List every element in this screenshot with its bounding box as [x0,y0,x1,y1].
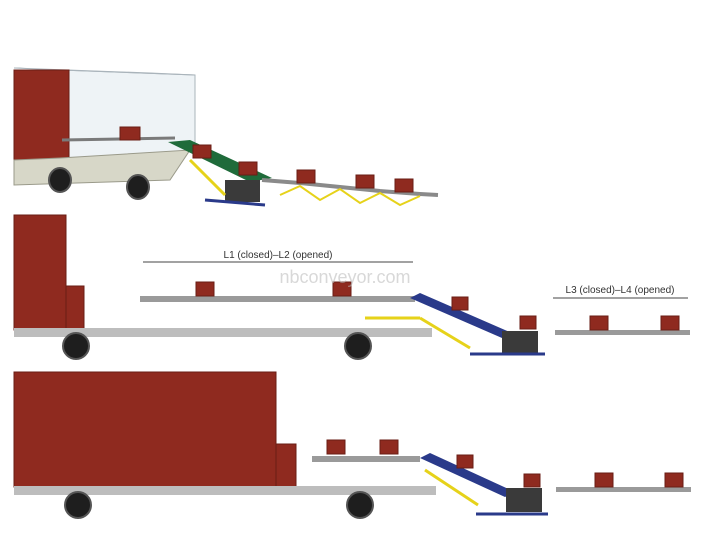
watermark-text: nbconveyor.com [279,267,410,287]
support-frame [188,158,227,197]
cargo-box [238,161,258,176]
cargo-stack [13,371,277,488]
cargo-box [296,169,316,184]
extended-roller-conveyor [140,296,415,302]
cargo-box [456,454,474,469]
trailer-wheel [62,332,90,360]
cargo-stack-inside [13,69,70,161]
support-frame [204,198,266,207]
cargo-box [326,439,346,455]
belt-conveyor [410,293,512,338]
panel-perspective [13,67,439,207]
belt-conveyor [168,140,272,182]
trailer-wheel [346,491,374,519]
cargo-stack [13,214,67,331]
drive-unit [225,180,260,202]
trailer-wheel [64,491,92,519]
cargo-stack [275,443,297,488]
trailer-wheel [126,174,150,200]
trailer-wheel [48,167,72,193]
panel-side-partial: L1 (closed)–L2 (opened) L3 (closed)–L4 (… [13,214,690,360]
flexible-conveyor-legs [279,184,421,207]
cargo-box [523,473,541,488]
cargo-box [519,315,537,330]
container-back-wall [59,69,196,161]
cargo-stack [65,285,85,331]
trailer-bed [14,328,432,337]
cargo-box [664,472,684,488]
cargo-box [589,315,609,331]
trailer-wheel [344,332,372,360]
cargo-box [119,126,141,141]
cargo-box [594,472,614,488]
roller-conveyor [61,136,176,142]
dimension-label-right: L3 (closed)–L4 (opened) [566,285,675,296]
cargo-box [192,144,212,159]
cargo-box [355,174,375,189]
dimension-label-top: L1 (closed)–L2 (opened) [224,250,333,261]
flexible-roller-conveyor [556,487,691,492]
cargo-box [332,281,352,297]
support-frame [424,468,479,507]
trailer-bed [14,486,436,495]
cargo-box [451,296,469,311]
panel-side-full [13,371,691,519]
support-frame [419,316,471,350]
cargo-box [379,439,399,455]
cargo-box [195,281,215,297]
cargo-box [660,315,680,331]
flexible-roller-conveyor [555,330,690,335]
cargo-box [394,178,414,193]
belt-conveyor [420,453,515,497]
drive-unit [506,488,542,512]
retracted-roller-conveyor [312,456,420,462]
flexible-roller-conveyor [261,178,439,197]
drive-unit [502,331,538,353]
